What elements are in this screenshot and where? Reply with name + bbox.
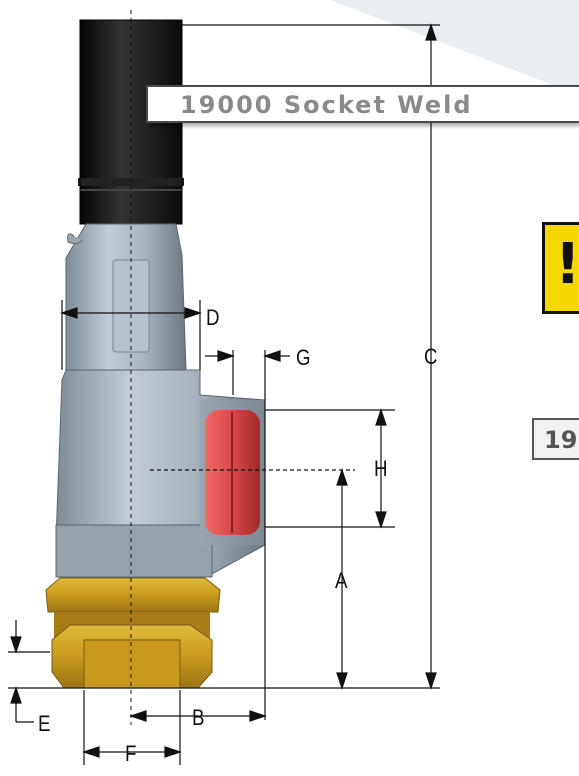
side-label: 19 [544, 426, 578, 454]
brass-nozzle [45, 577, 221, 689]
lifting-lug [67, 233, 83, 245]
dimension-label-b: B [192, 705, 205, 730]
warning-icon: ! [555, 232, 579, 297]
dimension-label-h: H [374, 456, 388, 481]
side-label-box: 19 [532, 418, 579, 460]
dimension-label-f: F [125, 741, 137, 766]
dimension-label-a: A [335, 568, 348, 593]
dimension-label-g: G [296, 345, 311, 370]
background-swoosh [330, 0, 579, 95]
dimension-lines [8, 23, 440, 765]
dimension-label-c: C [424, 344, 438, 369]
valve-bonnet [65, 223, 187, 371]
outlet-socket [200, 400, 265, 545]
page-title: 19000 Socket Weld [180, 91, 473, 119]
dimension-label-d: D [206, 305, 220, 330]
title-banner: 19000 Socket Weld [146, 85, 579, 123]
warning-badge: ! [542, 222, 579, 314]
dimension-label-e: E [38, 711, 51, 736]
